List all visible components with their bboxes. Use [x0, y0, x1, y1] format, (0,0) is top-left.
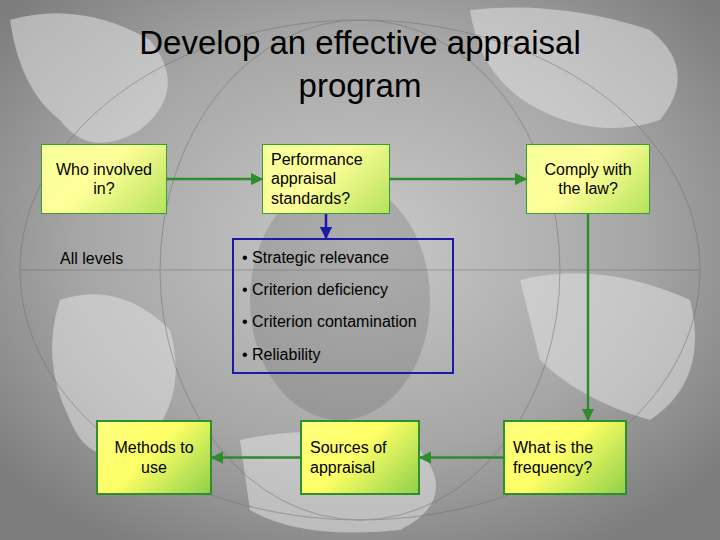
- step-box: What is the frequency?: [503, 420, 627, 495]
- flow-arrow: [212, 456, 300, 459]
- box-text: Methods to use: [106, 438, 202, 476]
- flow-arrow: [390, 178, 526, 181]
- box-text: Sources of appraisal: [310, 438, 410, 476]
- box-text: Who involved in?: [50, 160, 158, 198]
- question-box: Who involved in?: [41, 144, 167, 214]
- slide-title: Develop an effective appraisal program: [130, 22, 590, 108]
- flow-arrow: [167, 178, 262, 181]
- box-text: • Strategic relevance: [242, 248, 444, 267]
- question-box: Performance appraisal standards?: [262, 144, 390, 214]
- flow-arrow: [420, 456, 503, 459]
- flow-arrow: [587, 214, 590, 420]
- box-text: Performance appraisal standards?: [271, 150, 381, 208]
- box-text: What is the frequency?: [513, 438, 617, 476]
- criteria-box: • Strategic relevance • Criterion deficie…: [232, 238, 454, 374]
- answer-label: All levels: [60, 250, 123, 268]
- question-box: Comply with the law?: [526, 144, 650, 214]
- flow-arrow: [325, 214, 328, 238]
- step-box: Sources of appraisal: [300, 420, 420, 495]
- box-text: • Criterion deficiency: [242, 280, 444, 299]
- box-text: • Criterion contamination: [242, 312, 444, 331]
- box-text: • Reliability: [242, 345, 444, 364]
- step-box: Methods to use: [96, 420, 212, 495]
- box-text: Comply with the law?: [535, 160, 641, 198]
